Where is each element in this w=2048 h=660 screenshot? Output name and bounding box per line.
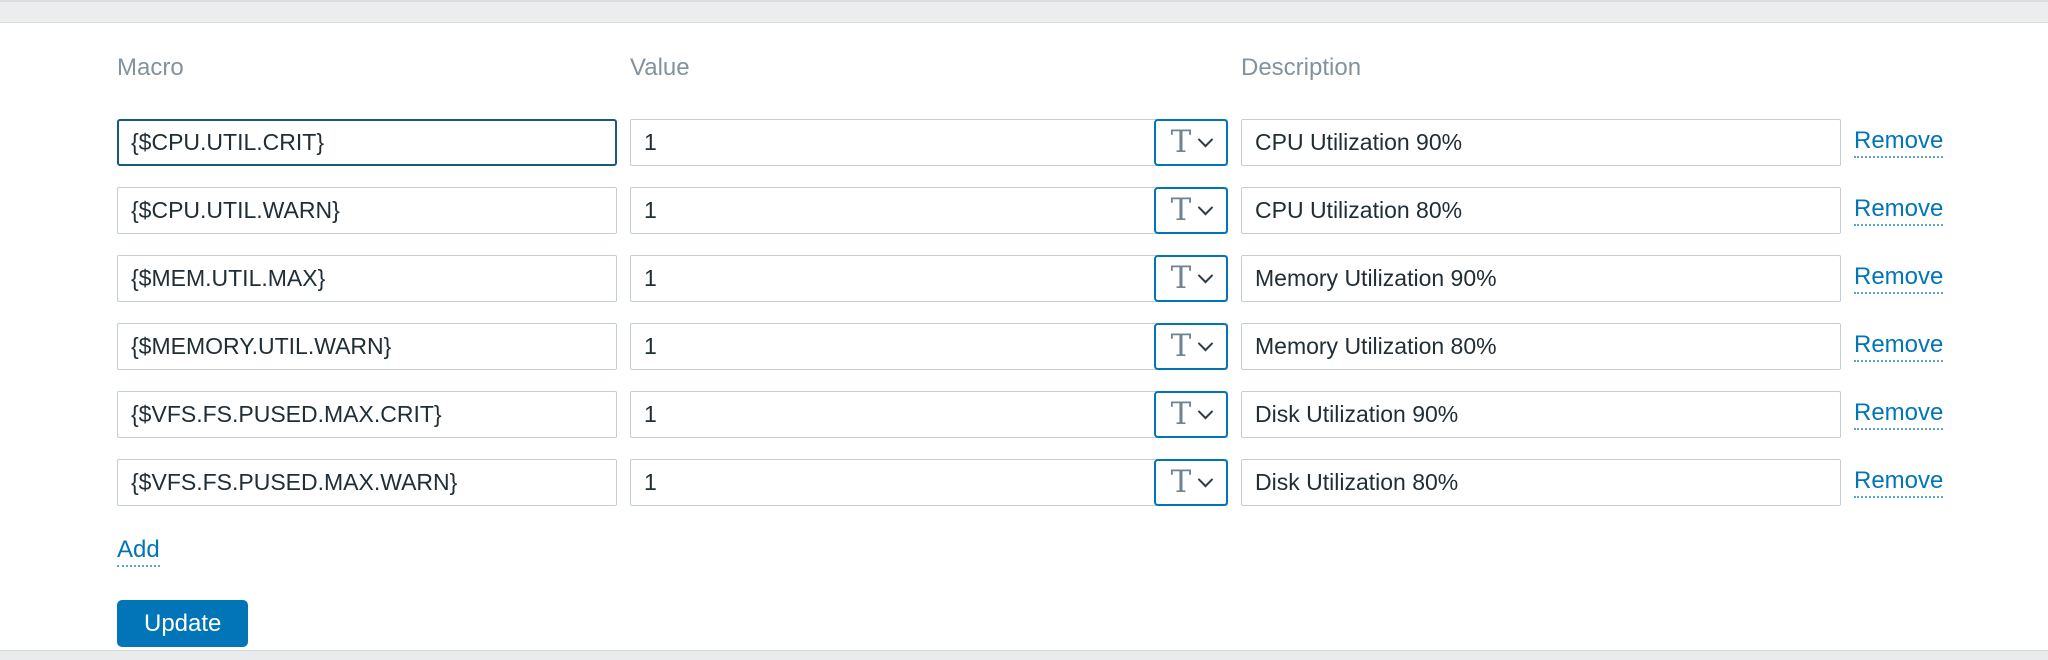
add-row: Add [117,536,2048,567]
table-row: T [630,255,1228,302]
macro-value-input[interactable] [630,187,1228,234]
macro-value-input[interactable] [630,391,1228,438]
remove-link[interactable]: Remove [1854,467,1944,498]
macro-description-input[interactable] [1241,323,1841,370]
chevron-down-icon [1198,335,1214,352]
table-row [117,187,617,234]
table-row: Remove [1854,119,1994,166]
table-row [1241,323,1841,370]
remove-link[interactable]: Remove [1854,263,1944,294]
column-header-spacer [1854,80,1994,98]
table-row: Remove [1854,255,1994,302]
macro-value-input[interactable] [630,459,1228,506]
value-type-dropdown[interactable]: T [1154,255,1228,302]
remove-link[interactable]: Remove [1854,195,1944,226]
remove-link[interactable]: Remove [1854,127,1944,158]
footer-divider [0,650,2048,660]
table-row: T [630,119,1228,166]
chevron-down-icon [1198,403,1214,420]
chevron-down-icon [1198,131,1214,148]
column-header-description: Description [1241,54,1362,81]
value-type-dropdown[interactable]: T [1154,187,1228,234]
text-type-icon: T [1170,124,1192,160]
value-type-dropdown[interactable]: T [1154,391,1228,438]
text-type-icon: T [1170,464,1192,500]
macro-description-input[interactable] [1241,255,1841,302]
text-type-icon: T [1170,396,1192,432]
value-type-dropdown[interactable]: T [1154,119,1228,166]
column-header-value: Value [630,54,690,81]
macro-value-input[interactable] [630,119,1228,166]
table-row [1241,119,1841,166]
macro-value-input[interactable] [630,323,1228,370]
macro-input[interactable] [117,255,617,302]
table-row: Remove [1854,187,1994,234]
table-row: Remove [1854,323,1994,370]
macro-description-input[interactable] [1241,459,1841,506]
tab-bar-remnant [0,0,2048,23]
chevron-down-icon [1198,199,1214,216]
table-row [1241,391,1841,438]
table-row: T [630,323,1228,370]
macro-input[interactable] [117,119,617,166]
text-type-icon: T [1170,260,1192,296]
table-row [117,323,617,370]
table-row [117,255,617,302]
table-row [1241,187,1841,234]
macro-description-input[interactable] [1241,391,1841,438]
remove-link[interactable]: Remove [1854,399,1944,430]
table-row [117,459,617,506]
table-row: T [630,459,1228,506]
table-row: Remove [1854,459,1994,506]
chevron-down-icon [1198,471,1214,488]
macros-table: Macro Value Description T Remove [117,56,2048,506]
macro-input[interactable] [117,459,617,506]
macro-description-input[interactable] [1241,119,1841,166]
table-row: Remove [1854,391,1994,438]
table-row [1241,255,1841,302]
table-row: T [630,391,1228,438]
value-type-dropdown[interactable]: T [1154,323,1228,370]
macros-panel: Macro Value Description T Remove [0,23,2048,647]
remove-link[interactable]: Remove [1854,331,1944,362]
table-row: T [630,187,1228,234]
text-type-icon: T [1170,328,1192,364]
text-type-icon: T [1170,192,1192,228]
macro-input[interactable] [117,187,617,234]
macro-input[interactable] [117,323,617,370]
macro-value-input[interactable] [630,255,1228,302]
macro-description-input[interactable] [1241,187,1841,234]
macro-input[interactable] [117,391,617,438]
update-button[interactable]: Update [117,600,249,647]
chevron-down-icon [1198,267,1214,284]
column-header-macro: Macro [117,54,184,81]
value-type-dropdown[interactable]: T [1154,459,1228,506]
add-link[interactable]: Add [117,536,160,567]
table-row [117,391,617,438]
table-row [117,119,617,166]
table-row [1241,459,1841,506]
